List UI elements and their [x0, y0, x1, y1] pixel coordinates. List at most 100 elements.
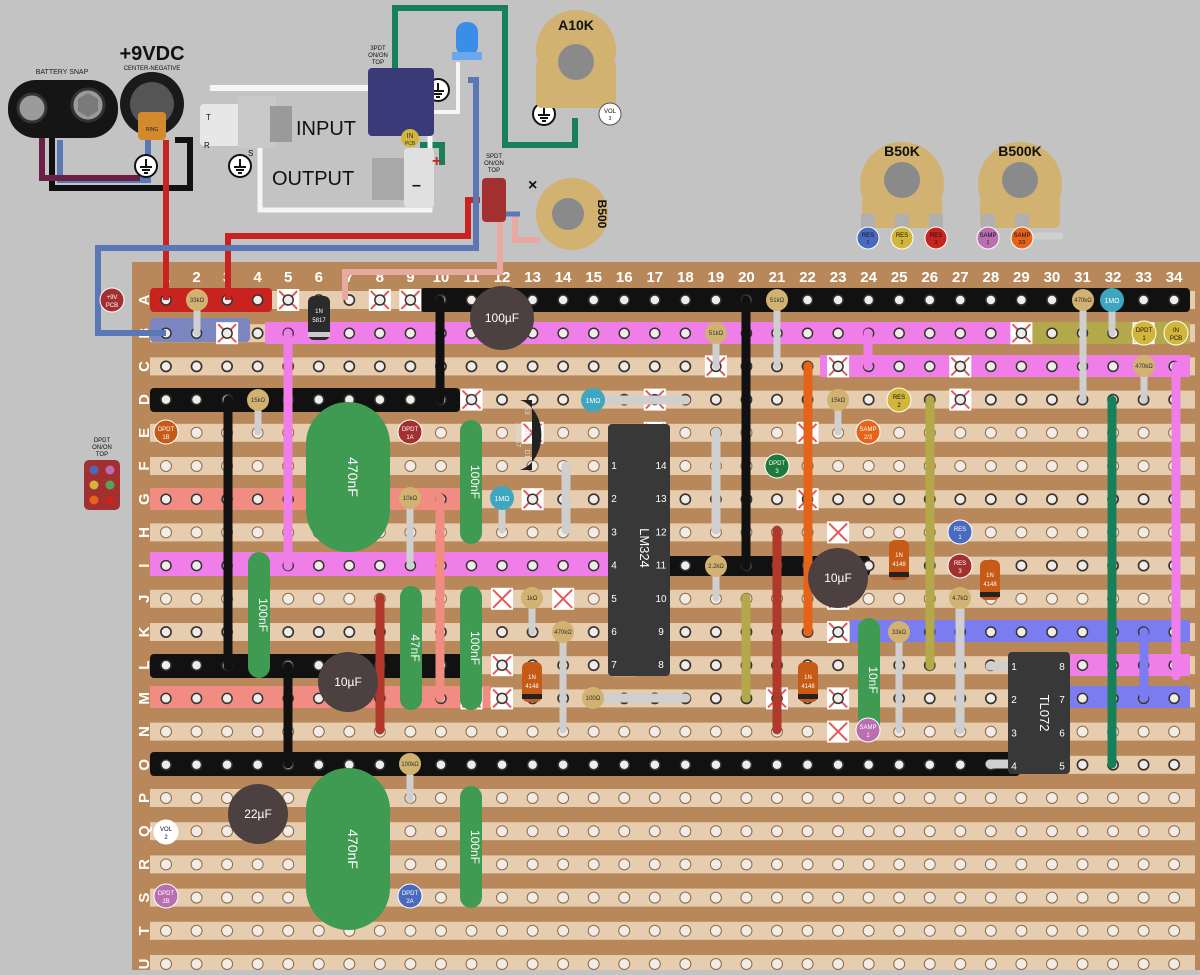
hole-top-A23 — [832, 294, 844, 306]
tl072-pin-right-7: 7 — [1059, 695, 1065, 706]
hole-S2 — [190, 891, 203, 904]
hole-top-I8 — [374, 559, 386, 572]
pot-tab-pad — [976, 226, 1000, 250]
spdt-title-1: SPDT — [486, 154, 502, 160]
hole-top-C11 — [465, 360, 478, 373]
column-label-31: 31 — [1074, 269, 1091, 286]
cap-10nf-label: 10nF — [866, 666, 880, 693]
hole-R13 — [526, 858, 539, 871]
hole-top-M4 — [251, 692, 264, 705]
toggle-spdt: SPDT ON/ON TOP — [482, 154, 506, 222]
hole-top-K7 — [343, 626, 356, 638]
resistor-body — [399, 753, 421, 775]
hole-top-L12 — [496, 659, 508, 671]
pot-b500k: B500K — [978, 142, 1062, 228]
hole-H15 — [587, 526, 600, 539]
hole-top-O16 — [618, 759, 630, 771]
pot-b500-x-mark: × — [528, 177, 537, 194]
pot-tab-num: 1 — [987, 240, 990, 246]
hole-F30 — [1045, 460, 1058, 472]
hole-E15 — [587, 426, 600, 439]
hole-R23 — [832, 858, 845, 871]
hole-P29 — [1015, 792, 1028, 804]
hole-top-M26 — [924, 692, 936, 705]
column-label-7: 7 — [345, 269, 353, 286]
labeled-pads: +9VPCBDPDT1BDPDT1AVOL2DPDT2BDPDT2ASAMP2/… — [99, 287, 1189, 909]
ceramic-value-label: 1MΩ — [495, 496, 510, 503]
hole-U14 — [557, 958, 570, 970]
hole-F23 — [832, 460, 845, 472]
resistor-body — [888, 621, 910, 643]
hole-Q21 — [771, 825, 783, 838]
dpdt-title-1: DPDT — [94, 438, 111, 444]
column-label-17: 17 — [646, 269, 663, 286]
hole-F1 — [160, 460, 172, 472]
hole-top-D8 — [374, 393, 386, 406]
hole-top-O1 — [160, 759, 172, 771]
resistor-12: 100kΩ — [399, 753, 421, 804]
transistor-pin-G3: G3 — [523, 405, 530, 414]
transistor-pin-D1: D1 — [523, 450, 530, 459]
hole-top-O33 — [1137, 759, 1150, 771]
hole-top-A15 — [587, 294, 600, 306]
hole-U32 — [1107, 958, 1120, 970]
hole-P1 — [160, 792, 172, 804]
small-components: 33kΩ15kΩ10kΩ51kΩ51kΩ15kΩ2.2kΩ1kΩ470kΩ100… — [186, 288, 1155, 804]
hole-T16 — [618, 924, 631, 937]
wire-green-output — [420, 142, 445, 165]
column-label-21: 21 — [769, 269, 786, 286]
wire-blue-ground — [95, 77, 479, 336]
hole-T13 — [526, 924, 539, 937]
ic-tl072 — [1008, 652, 1070, 774]
hole-P2 — [190, 792, 203, 804]
resistor-5: 15kΩ — [827, 389, 849, 436]
led-body — [456, 22, 478, 56]
hole-E30 — [1045, 426, 1058, 439]
column-label-25: 25 — [891, 269, 908, 286]
hole-top-I33 — [1137, 559, 1150, 572]
pot-b50k-label: B50K — [884, 143, 920, 159]
resistor-value-label: 100kΩ — [401, 762, 419, 768]
pad-circle — [886, 387, 912, 413]
footswitch-3pdt: 3PDT ON/ON TOP IN PCB — [368, 46, 434, 147]
hole-U29 — [1015, 958, 1028, 970]
row-label-A: A — [136, 294, 153, 305]
output-label: OUTPUT — [272, 168, 354, 190]
hole-top-B14 — [557, 327, 569, 339]
hole-P21 — [771, 792, 783, 804]
electrolytic-capacitors: 100µF 10µF 10µF 22µF — [228, 286, 868, 844]
hole-top-C1 — [160, 360, 172, 373]
hole-S24 — [862, 891, 875, 904]
hole-top-G33 — [1137, 493, 1150, 505]
hole-N19 — [709, 725, 722, 738]
hole-J2 — [190, 592, 203, 605]
cap-47nf-label: 47nF — [408, 634, 422, 661]
dpdt-pin-1 — [89, 465, 99, 475]
hole-top-O17 — [649, 759, 661, 771]
hole-top-C25 — [893, 360, 905, 373]
pot-tab-text: SAMP — [1013, 233, 1030, 239]
strip-row-H — [150, 523, 1195, 542]
cap-470nf-bottom — [306, 768, 390, 930]
hole-T33 — [1137, 924, 1150, 937]
hole-H30 — [1045, 526, 1058, 539]
resistor-14: 4.7kΩ — [949, 587, 971, 636]
resistor-value-label: 100Ω — [586, 696, 601, 702]
input-jack-nut — [270, 106, 292, 142]
hole-top-A18 — [679, 294, 692, 306]
hole-T11 — [465, 924, 478, 937]
hole-top-O2 — [190, 759, 203, 771]
hole-N31 — [1076, 725, 1089, 738]
hole-top-O31 — [1076, 759, 1089, 771]
hole-top-D21 — [771, 393, 783, 406]
column-label-24: 24 — [860, 269, 877, 286]
hole-top-K30 — [1046, 626, 1058, 638]
hole-T25 — [893, 924, 906, 937]
hole-E33 — [1137, 426, 1150, 439]
diode-label-a: 1N — [986, 573, 994, 579]
hole-N9 — [404, 725, 417, 738]
